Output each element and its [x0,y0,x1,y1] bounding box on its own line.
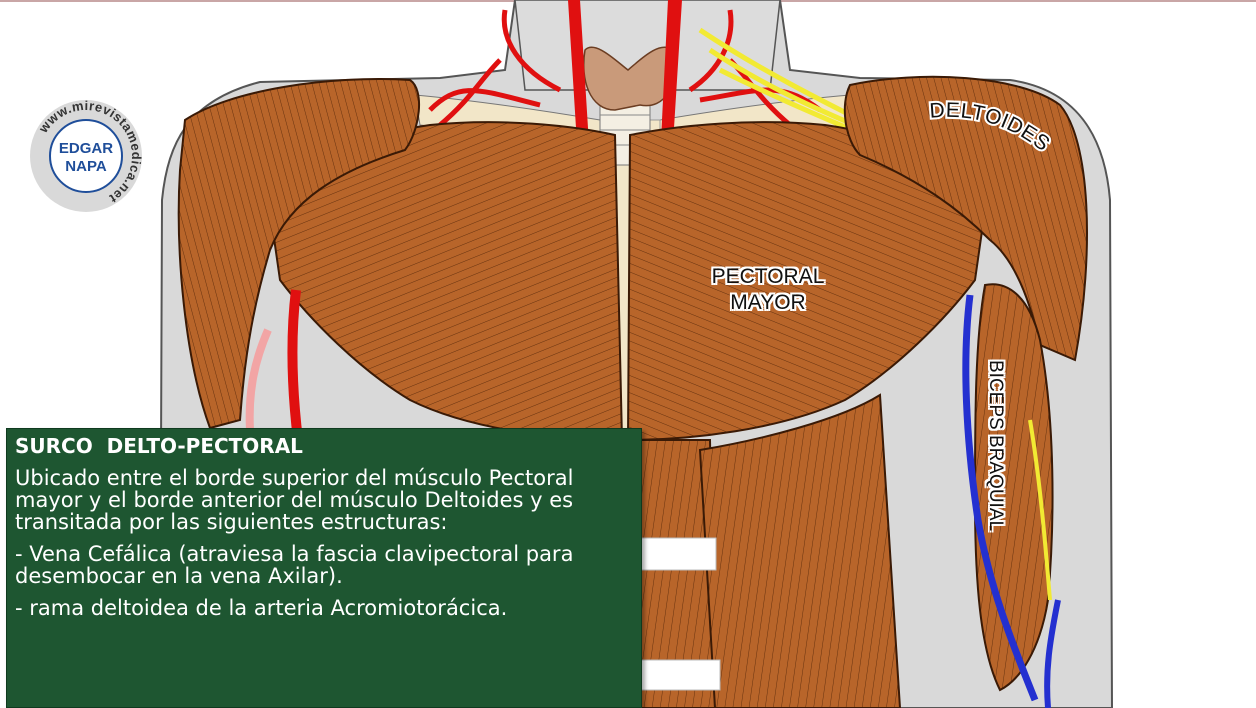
edgar-napa-logo: www.mirevistamedica.net EDGAR NAPA [30,98,144,212]
median-nerve-right [1028,419,1052,601]
deltoid-left [177,78,421,430]
logo-text-napa: NAPA [65,158,107,175]
info-body: Ubicado entre el borde superior del músc… [15,466,574,534]
biceps-braquial-label: BICEPS BRAQUIAL [985,360,1006,532]
logo-text-edgar: EDGAR [59,140,113,157]
tendinous-intersection-2 [639,659,721,691]
info-item-vena-cefalica: - Vena Cefálica (atraviesa la fascia cla… [15,542,574,588]
brachial-artery-left [287,289,303,441]
carotid-artery-right [660,0,682,160]
carotid-artery-left [568,0,590,160]
cephalic-vein-left [245,328,272,431]
pectoral-mayor-label: PECTORAL MAYOR [668,264,868,316]
subclavian-branches-left [428,9,562,127]
tendinous-intersection-1 [639,537,717,571]
cephalic-vein-right [962,294,1039,702]
info-panel: SURCO DELTO-PECTORAL Ubicado entre el bo… [6,428,642,708]
serratus-right [698,393,902,708]
pectoral-label-line1: PECTORAL [711,265,825,288]
pectoral-label-line2: MAYOR [730,291,806,314]
info-item-rama-deltoidea: - rama deltoidea de la arteria Acromioto… [15,596,508,620]
basilic-vein-right [1044,599,1061,708]
info-title: SURCO DELTO-PECTORAL [15,434,303,458]
